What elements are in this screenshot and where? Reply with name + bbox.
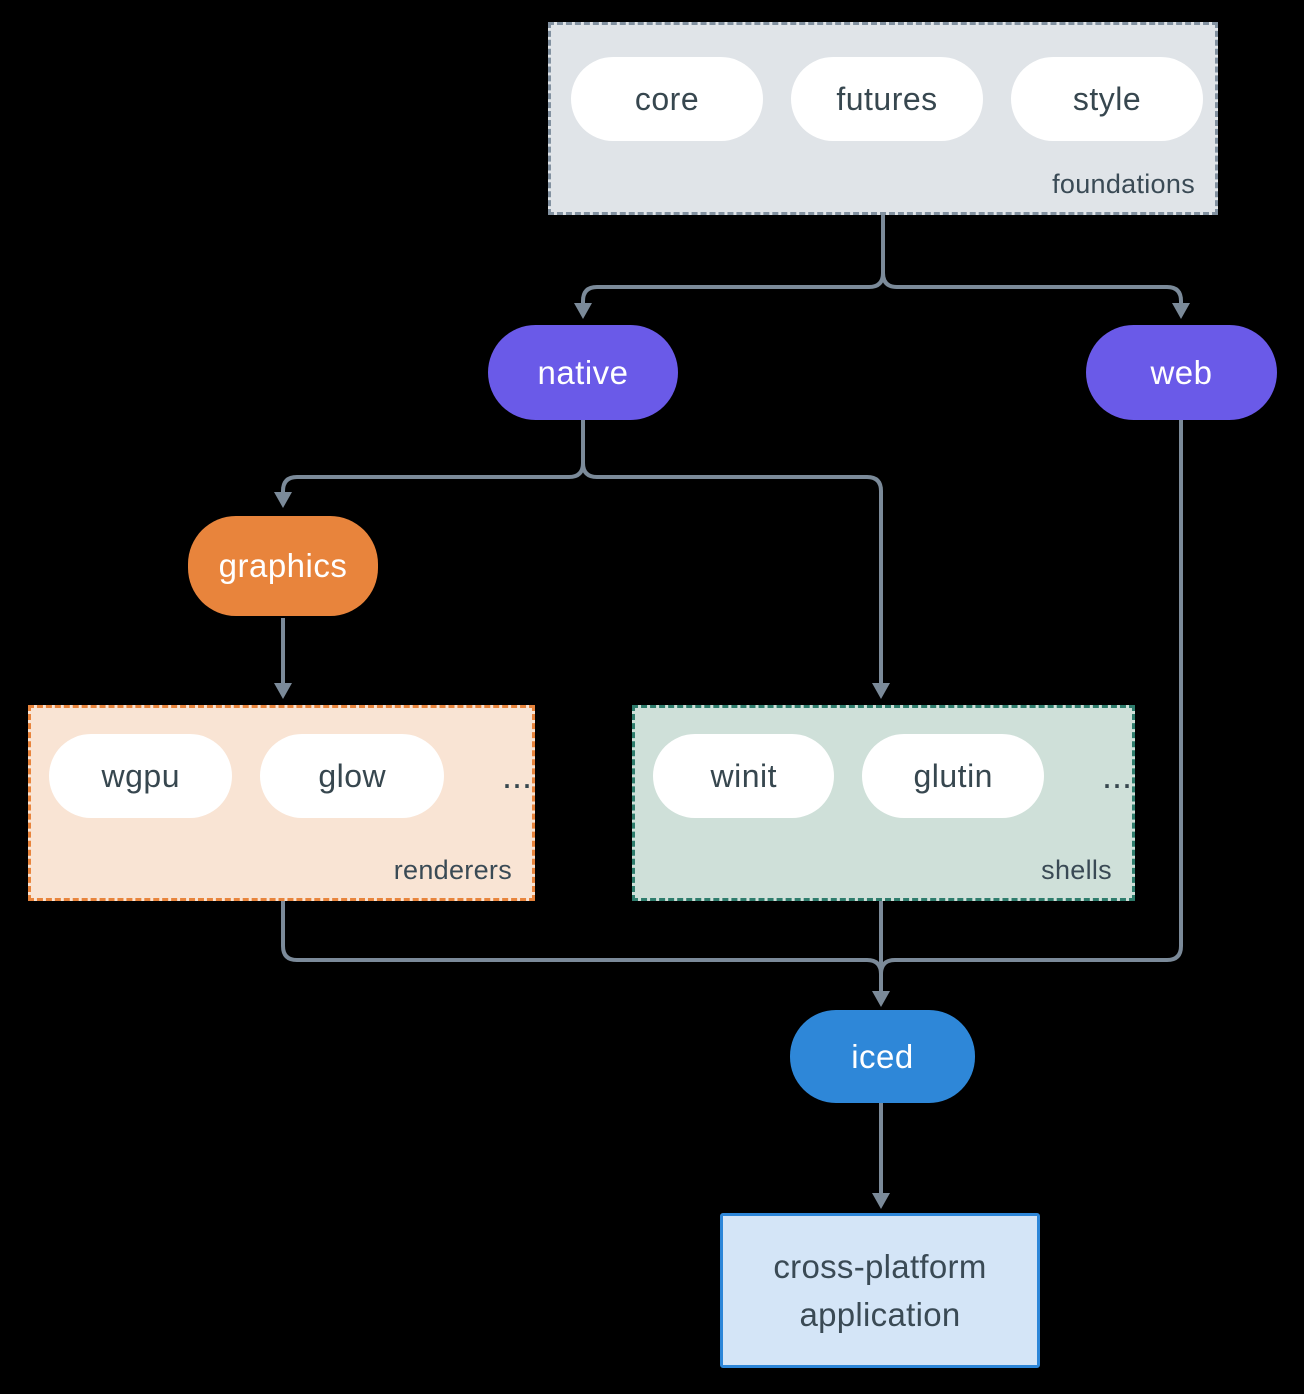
renderers-group: wgpu glow ... renderers: [28, 705, 535, 901]
pill-core: core: [571, 57, 763, 141]
pill-glow: glow: [260, 734, 444, 818]
node-graphics: graphics: [188, 516, 378, 616]
edge-foundations-web: [881, 272, 1183, 305]
arrowhead-renderers: [274, 683, 292, 699]
node-web-label: web: [1150, 353, 1213, 391]
application-label-line2: application: [799, 1295, 961, 1333]
pill-wgpu: wgpu: [49, 734, 233, 818]
application-box: cross-platform application: [720, 1213, 1040, 1368]
pill-glow-label: glow: [318, 757, 387, 794]
arrowhead-graphics: [274, 492, 292, 508]
node-native: native: [488, 325, 678, 420]
renderers-ellipsis: ...: [501, 755, 532, 796]
pill-style: style: [1011, 57, 1203, 141]
node-iced-label: iced: [851, 1037, 914, 1075]
foundations-group: core futures style foundations: [548, 22, 1218, 215]
node-native-label: native: [537, 353, 629, 391]
arrowhead-shells: [872, 683, 890, 699]
arrowhead-native: [574, 303, 592, 319]
foundations-group-label: foundations: [1052, 169, 1195, 199]
pill-futures-label: futures: [836, 80, 938, 117]
pill-core-label: core: [634, 80, 700, 117]
application-label-line1: cross-platform: [773, 1247, 987, 1285]
pill-winit-label: winit: [710, 757, 777, 794]
edge-native-graphics: [281, 420, 585, 494]
edge-foundations-native: [581, 215, 885, 305]
pill-wgpu-label: wgpu: [101, 757, 180, 794]
pill-winit: winit: [653, 734, 835, 818]
shells-group-label: shells: [1041, 855, 1112, 885]
edge-renderers-merge: [281, 900, 883, 975]
arrowhead-iced: [872, 991, 890, 1007]
arrowhead-web: [1172, 303, 1190, 319]
pill-glutin-label: glutin: [913, 757, 993, 794]
edge-native-shells: [581, 462, 883, 685]
pill-style-label: style: [1072, 80, 1142, 117]
pill-futures: futures: [791, 57, 983, 141]
shells-ellipsis: ...: [1101, 755, 1132, 796]
arrowhead-application: [872, 1193, 890, 1209]
node-graphics-label: graphics: [218, 547, 348, 584]
node-iced: iced: [790, 1010, 975, 1103]
node-web: web: [1086, 325, 1277, 420]
pill-glutin: glutin: [862, 734, 1044, 818]
shells-group: winit glutin ... shells: [632, 705, 1135, 901]
renderers-group-label: renderers: [393, 855, 512, 885]
